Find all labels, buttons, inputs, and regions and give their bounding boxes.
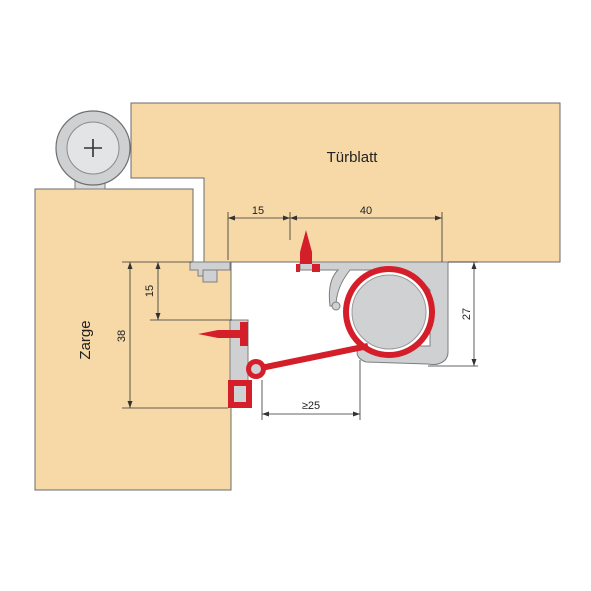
dim-15-horizontal xyxy=(227,212,291,260)
dim-25 xyxy=(261,360,361,420)
frame-label: Zarge xyxy=(77,320,94,359)
frame xyxy=(34,188,232,491)
screw-cross-icon xyxy=(84,139,102,157)
profile-clip xyxy=(202,269,218,283)
strip-end-pin xyxy=(251,364,261,374)
seal-roll-core xyxy=(351,274,427,350)
dim-label-25: ≥25 xyxy=(302,400,320,412)
door-anchor-pin xyxy=(296,230,320,272)
door-leaf-label: Türblatt xyxy=(327,149,379,166)
dim-label-27: 27 xyxy=(461,308,473,320)
dim-label-38: 38 xyxy=(116,330,128,342)
dim-38 xyxy=(122,261,228,409)
dim-label-40: 40 xyxy=(360,205,372,217)
frame-seal-core xyxy=(234,386,246,402)
housing-pivot xyxy=(331,301,341,311)
frame-anchor-pin xyxy=(198,322,248,346)
dim-15-vertical xyxy=(150,261,232,321)
dim-27 xyxy=(428,261,478,367)
dim-40 xyxy=(290,212,443,262)
seal-strip xyxy=(255,343,369,372)
hinge xyxy=(55,110,131,190)
dim-label-15-vertical: 15 xyxy=(144,285,156,297)
door-leaf xyxy=(130,102,561,263)
dim-label-15-horizontal: 15 xyxy=(252,205,264,217)
